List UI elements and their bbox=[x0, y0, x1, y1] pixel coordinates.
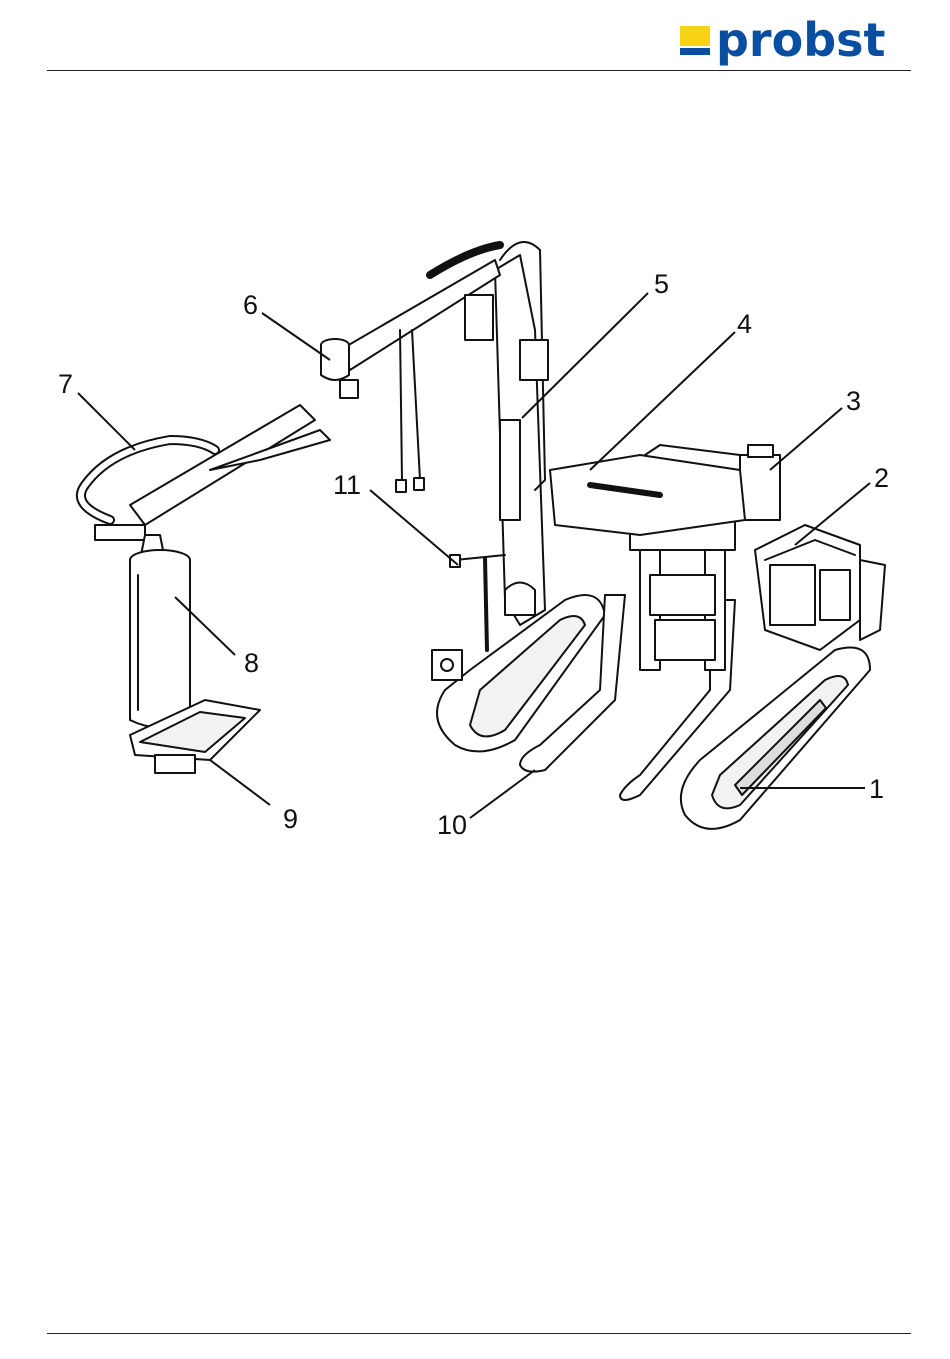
vacuum-tube bbox=[130, 535, 190, 728]
rear-frame bbox=[550, 445, 745, 535]
callout-6: 6 bbox=[243, 290, 258, 320]
hanging-chains bbox=[396, 330, 424, 492]
leader-9 bbox=[210, 760, 270, 805]
callout-8: 8 bbox=[244, 648, 259, 678]
callout-5: 5 bbox=[654, 269, 669, 299]
footer-rule bbox=[47, 1333, 911, 1334]
engine-unit bbox=[755, 525, 885, 650]
leader-3 bbox=[770, 408, 842, 470]
carriage-frame bbox=[630, 520, 735, 670]
callout-7: 7 bbox=[58, 369, 73, 399]
callout-3: 3 bbox=[846, 386, 861, 416]
callout-10: 10 bbox=[437, 810, 467, 840]
leader-7 bbox=[78, 393, 135, 450]
secondary-arm bbox=[130, 405, 330, 525]
leader-10 bbox=[470, 770, 535, 818]
callout-1: 1 bbox=[869, 774, 884, 804]
boom-arm bbox=[340, 245, 500, 370]
leader-4 bbox=[590, 332, 735, 470]
leader-6 bbox=[262, 313, 330, 360]
callout-9: 9 bbox=[283, 804, 298, 834]
mast bbox=[495, 242, 548, 625]
control-box bbox=[740, 445, 780, 520]
leader-11 bbox=[370, 490, 458, 565]
callout-11: 11 bbox=[333, 470, 361, 500]
callout-2: 2 bbox=[874, 463, 889, 493]
control-handle bbox=[450, 555, 505, 650]
callout-4: 4 bbox=[737, 309, 752, 339]
